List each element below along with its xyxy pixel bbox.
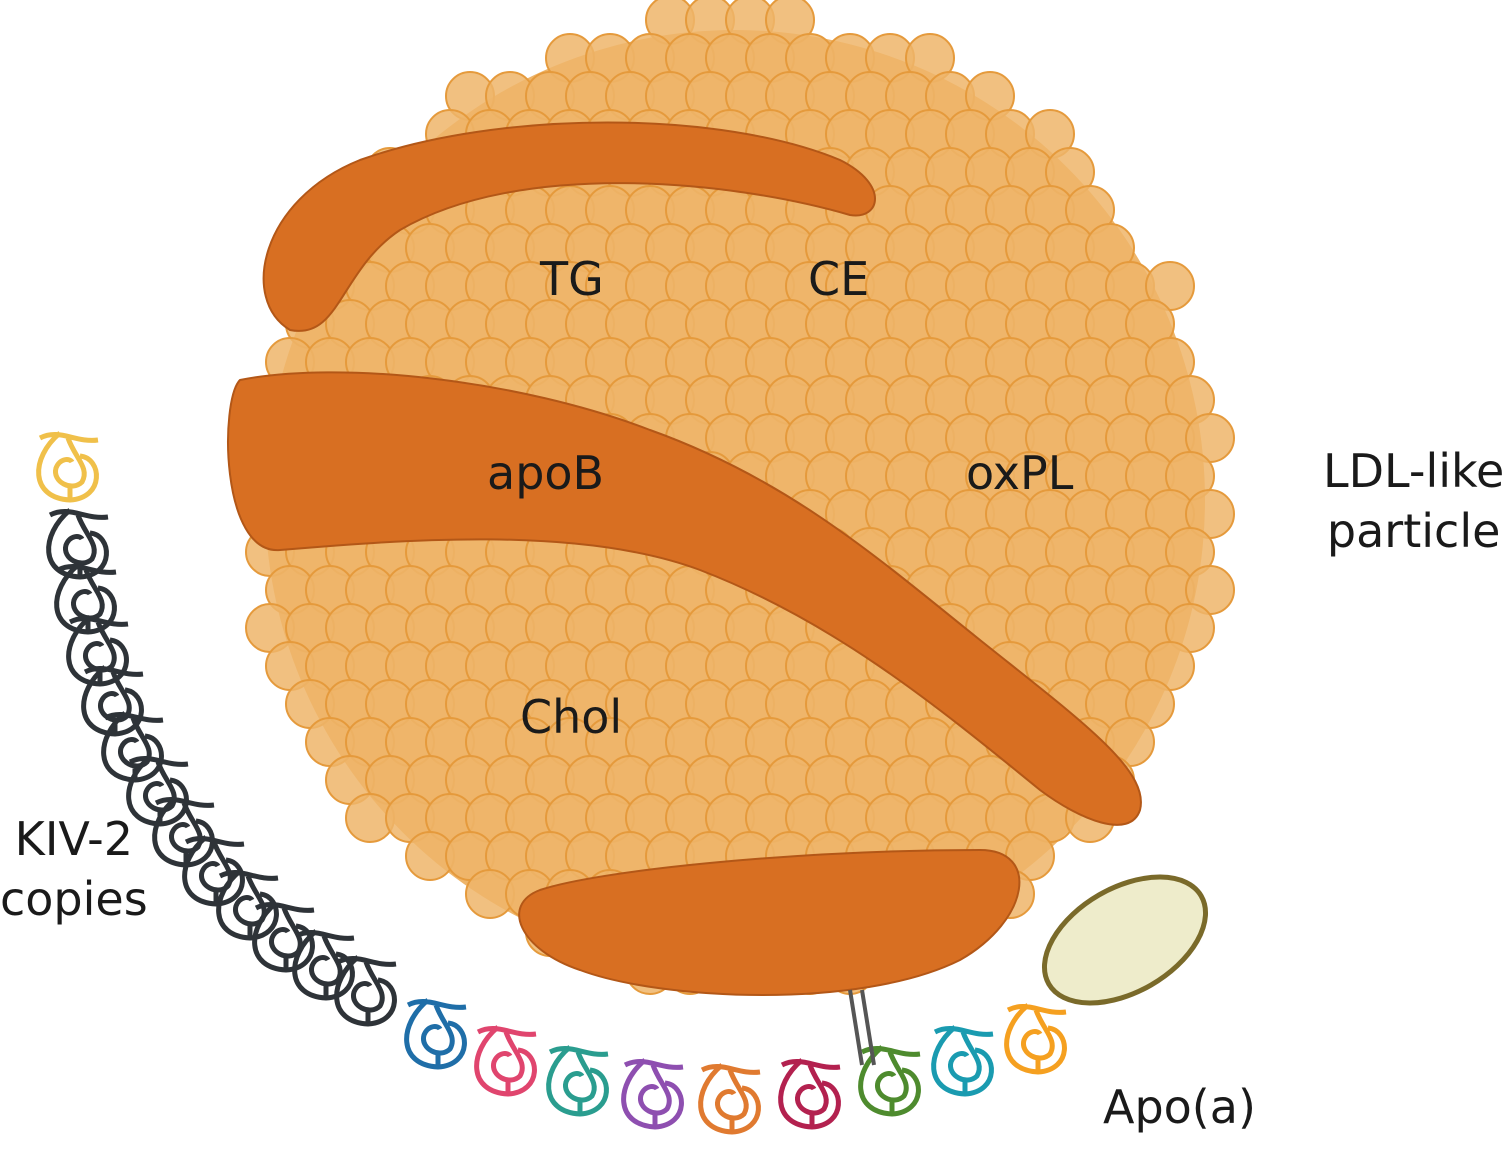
apob-band-middle <box>227 371 1142 826</box>
kringle-9 <box>1004 1003 1067 1075</box>
label-ldl-like-particle: LDL-like particle <box>1323 442 1504 562</box>
kiv2-kringle <box>152 796 215 868</box>
label-oxpl: oxPL <box>966 446 1074 500</box>
disulfide-bridge-2 <box>860 989 876 1066</box>
label-apob: apoB <box>487 446 605 500</box>
label-apo-a: Apo(a) <box>1103 1080 1256 1134</box>
label-ldl-line2: particle <box>1326 503 1501 558</box>
label-chol: Chol <box>520 690 623 744</box>
disulfide-bridge <box>848 989 864 1066</box>
label-ce: CE <box>808 252 870 306</box>
kiv2-kringle <box>46 508 109 580</box>
kringle-8 <box>931 1025 994 1097</box>
kringle-2 <box>474 1025 537 1097</box>
apo-a-kringle-chain <box>36 431 1067 1135</box>
kiv2-kringle <box>292 929 355 1001</box>
label-ldl-line1: LDL-like <box>1323 444 1504 498</box>
kiv2-kringle <box>126 755 189 827</box>
kringle-3 <box>546 1045 609 1117</box>
label-kiv2-copies: KIV-2 copies <box>0 810 148 930</box>
label-tg: TG <box>540 252 604 306</box>
kiv2-kringle <box>182 835 245 907</box>
apob-band-bottom <box>518 848 1021 996</box>
apob-bands <box>227 121 1142 996</box>
kringle-1 <box>404 998 467 1070</box>
kringle-tail <box>36 431 99 503</box>
kiv2-kringle <box>252 901 315 973</box>
kiv2-kringle <box>101 711 164 783</box>
kiv2-kringle <box>216 869 279 941</box>
apob-band-top <box>262 121 876 332</box>
kringle-4 <box>621 1058 684 1130</box>
kringle-5 <box>698 1063 761 1135</box>
kiv2-kringle <box>81 665 144 737</box>
protease-domain <box>1041 874 1209 1006</box>
kringle-6 <box>778 1058 841 1130</box>
kiv2-kringle <box>334 955 397 1027</box>
kiv2-kringle <box>66 615 129 687</box>
label-kiv-line1: KIV-2 <box>14 812 134 866</box>
kiv2-kringle <box>54 563 117 635</box>
label-kiv-line2: copies <box>0 871 148 926</box>
kringle-7 <box>858 1045 921 1117</box>
